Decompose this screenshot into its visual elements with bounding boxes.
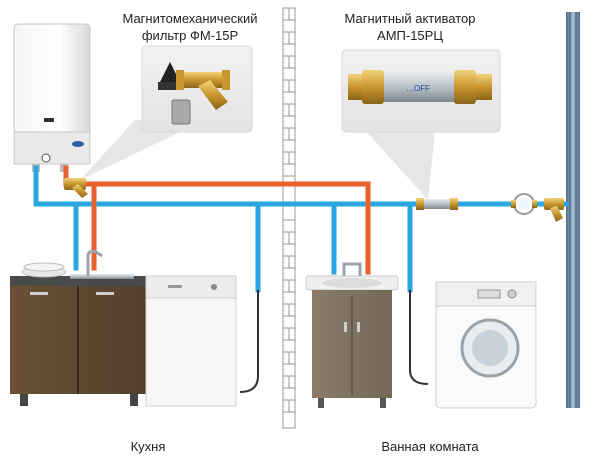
activator-label-line1: Магнитный активатор xyxy=(344,11,476,26)
dishwasher xyxy=(145,275,237,407)
filter-label-line2: фильтр ФМ-15Р xyxy=(141,28,239,43)
water-meter xyxy=(511,193,537,215)
washing-machine xyxy=(435,281,537,409)
filter-valve xyxy=(64,178,88,198)
activator-label-line2: АМП-15РЦ xyxy=(377,28,443,43)
gas-boiler xyxy=(13,23,91,172)
filter-label-line1: Магнитомеханический xyxy=(122,11,258,26)
wall-divider xyxy=(282,7,296,429)
bathroom-vanity xyxy=(305,262,399,408)
activator-inline xyxy=(416,198,458,210)
hot-water-pipes xyxy=(63,165,371,275)
filter-photo xyxy=(141,45,253,133)
activator-brand-text: …OFF xyxy=(406,84,430,93)
activator-label: Магнитный активатор АМП-15РЦ xyxy=(340,10,480,44)
kitchen-cabinet xyxy=(10,250,146,406)
kitchen-label: Кухня xyxy=(130,439,166,454)
bathroom-label: Ванная комната xyxy=(381,439,479,454)
activator-callout xyxy=(365,130,435,200)
inlet-filter xyxy=(544,198,564,222)
filter-label: Магнитомеханический фильтр ФМ-15Р xyxy=(110,10,270,44)
cold-water-pipes xyxy=(33,165,569,293)
dishwasher-hose xyxy=(239,290,259,393)
activator-photo: …OFF xyxy=(341,49,501,133)
washer-hose xyxy=(409,290,429,385)
water-riser xyxy=(566,12,580,408)
filter-callout xyxy=(80,120,205,180)
